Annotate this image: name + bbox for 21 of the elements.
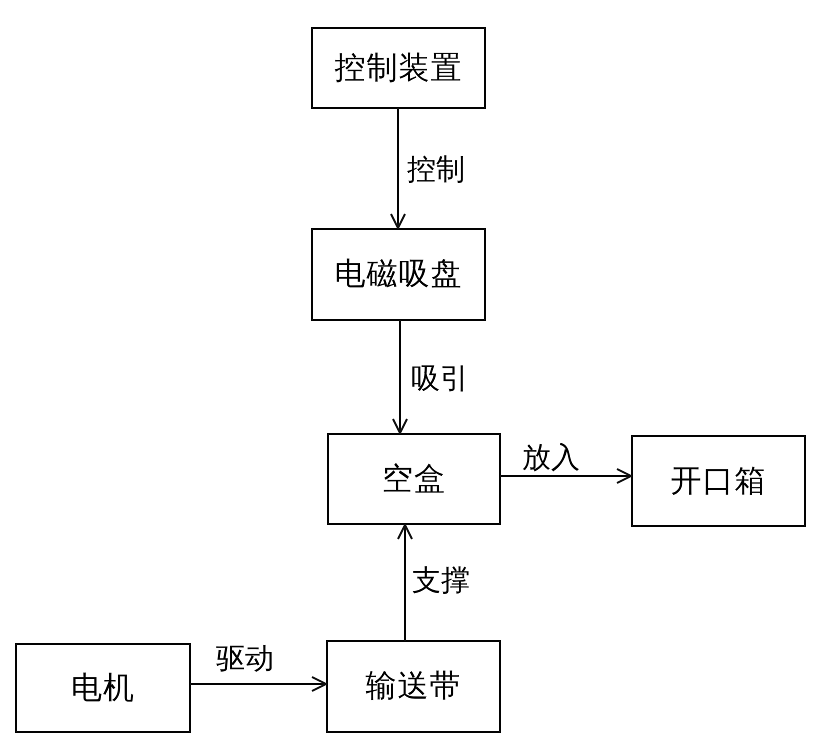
process-box [311, 228, 486, 321]
edge-label: 驱动 [216, 644, 274, 673]
process-label: 空盒 [382, 464, 446, 494]
arrow [397, 524, 413, 640]
process-box [631, 435, 806, 527]
process-label: 电磁吸盘 [334, 259, 462, 290]
arrow [390, 109, 406, 229]
process-box [15, 643, 191, 733]
process-box [311, 27, 486, 109]
process-label: 控制装置 [334, 52, 462, 84]
edge-label: 支撑 [412, 566, 470, 595]
process-box [327, 433, 501, 525]
process-box [326, 640, 501, 733]
edge-label: 控制 [407, 155, 465, 184]
process-label: 开口箱 [670, 466, 766, 496]
arrow [501, 468, 632, 484]
edge-label: 放入 [522, 443, 580, 472]
arrow [191, 676, 327, 692]
process-label: 电机 [71, 672, 135, 704]
process-label: 输送带 [366, 671, 462, 702]
arrow [392, 321, 408, 434]
